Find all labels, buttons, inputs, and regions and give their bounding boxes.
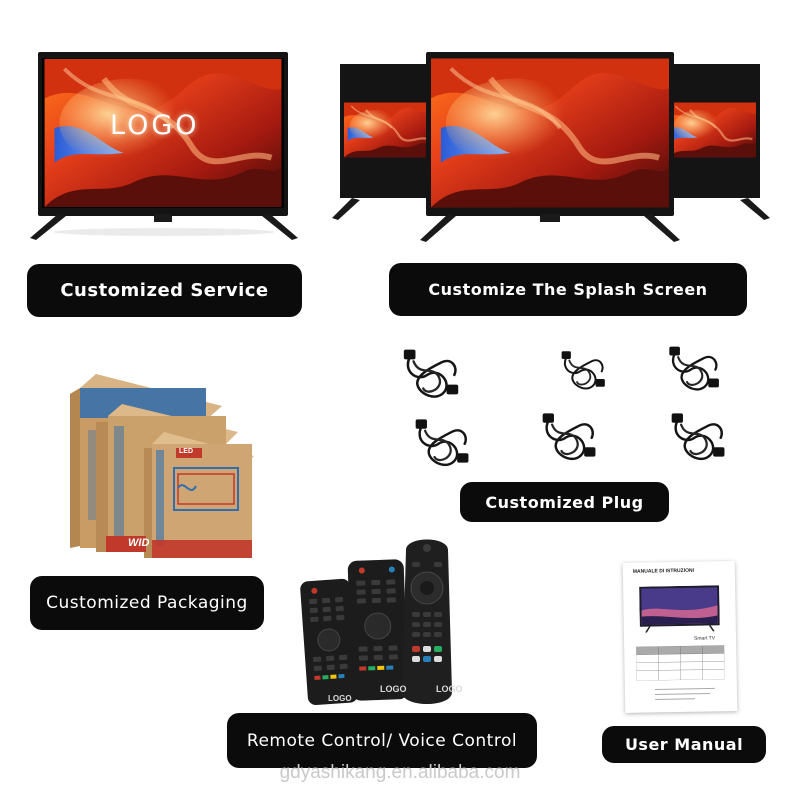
- customized-plug-label: Customized Plug: [460, 482, 669, 522]
- manual-lines: [654, 685, 715, 702]
- remote-logo-2: LOGO: [380, 684, 407, 694]
- plug-cable-5: [534, 402, 606, 468]
- manual-table: [636, 645, 725, 681]
- plug-cable-6: [664, 402, 734, 468]
- manual-header: MANUALE DI ISTRUZIONI: [632, 567, 695, 575]
- customized-packaging-label: Customized Packaging: [30, 576, 264, 630]
- plug-cable-4: [410, 406, 476, 476]
- remote-logo-3: LOGO: [436, 684, 463, 694]
- plug-cable-1: [398, 338, 466, 406]
- box-tag-text: LED: [179, 448, 193, 455]
- box-brand-text: WID: [128, 537, 150, 549]
- splash-screen-label: Customize The Splash Screen: [389, 263, 747, 316]
- manual-tv-image: [639, 585, 720, 633]
- customized-service-label: Customized Service: [27, 264, 302, 317]
- tv-left: LOGO: [26, 52, 302, 242]
- packaging-boxes: WID LED: [66, 370, 256, 560]
- remote-controls: LOGO LOGO LOGO: [298, 532, 478, 710]
- plug-cable-3: [660, 336, 730, 398]
- user-manual-label: User Manual: [602, 726, 766, 763]
- remote-control-label: Remote Control/ Voice Control: [227, 713, 537, 768]
- watermark-text: gdyashikang.en.alibaba.com: [279, 762, 521, 783]
- user-manual-booklet: MANUALE DI ISTRUZIONI Smart TV: [622, 561, 738, 713]
- plug-cable-2: [550, 342, 618, 396]
- manual-subtitle: Smart TV: [693, 635, 716, 642]
- tv-group: [330, 52, 774, 244]
- remote-logo-1: LOGO: [328, 694, 352, 703]
- tv-logo-text: LOGO: [110, 110, 200, 141]
